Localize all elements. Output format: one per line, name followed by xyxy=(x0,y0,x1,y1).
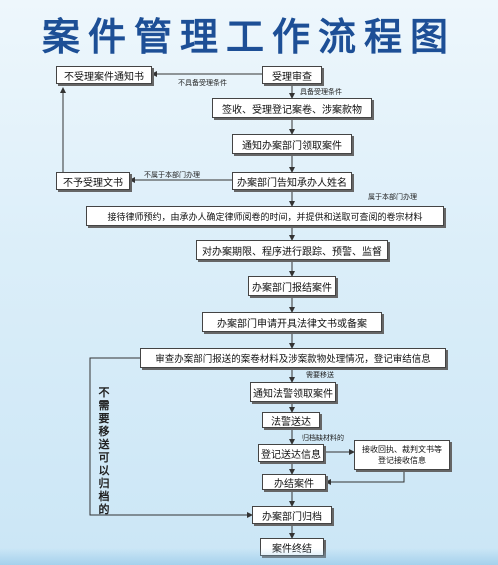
not-dept-note: 不属于本部门办理 xyxy=(144,171,200,179)
lawyer-reception-box: 接待律师预约，由承办人确定律师阅卷的时间，并提供和送取可查阅的卷宗材料 xyxy=(86,206,444,226)
need-transfer-note: 需要移送 xyxy=(306,371,334,379)
page-title: 案件管理工作流程图 xyxy=(41,15,456,59)
connector xyxy=(89,357,253,518)
close-case-box: 办结案件 xyxy=(262,474,326,490)
connector xyxy=(325,470,405,485)
police-deliver-box: 法警送达 xyxy=(262,412,320,428)
reject-notice-box: 不受理案件通知书 xyxy=(56,66,152,84)
review-box: 受理审查 xyxy=(262,66,322,84)
not-meet-note: 不具备受理条件 xyxy=(178,79,227,87)
archive-receipt-note: 归档缺材料的 xyxy=(302,434,344,442)
review-materials-box: 审查办案部门报送的案卷材料及涉案款物处理情况，登记审结信息 xyxy=(140,348,446,368)
supervise-box: 对办案期限、程序进行跟踪、预警、监督 xyxy=(196,240,388,260)
notify-dept-box: 通知办案部门领取案件 xyxy=(232,134,352,154)
bottom-band xyxy=(0,548,498,565)
meet-note: 具备受理条件 xyxy=(300,88,342,96)
is-dept-note: 属于本部门办理 xyxy=(368,193,417,201)
archive-box: 办案部门归档 xyxy=(252,506,332,524)
no-transfer-note: 不需要移送可以归档的 xyxy=(98,386,110,516)
sign-register-box: 签收、受理登记案卷、涉案款物 xyxy=(212,98,372,118)
notify-police-box: 通知法警领取案件 xyxy=(250,382,336,402)
register-delivery-box: 登记送达信息 xyxy=(258,444,324,462)
receive-receipt-box: 接收回执、裁判文书等登记接收信息 xyxy=(354,440,450,470)
report-close-box: 办案部门报结案件 xyxy=(248,276,336,296)
dept-notify-box: 办案部门告知承办人姓名 xyxy=(232,172,352,190)
apply-docs-box: 办案部门申请开具法律文书或备案 xyxy=(202,312,382,332)
not-accept-doc-box: 不予受理文书 xyxy=(56,172,130,190)
